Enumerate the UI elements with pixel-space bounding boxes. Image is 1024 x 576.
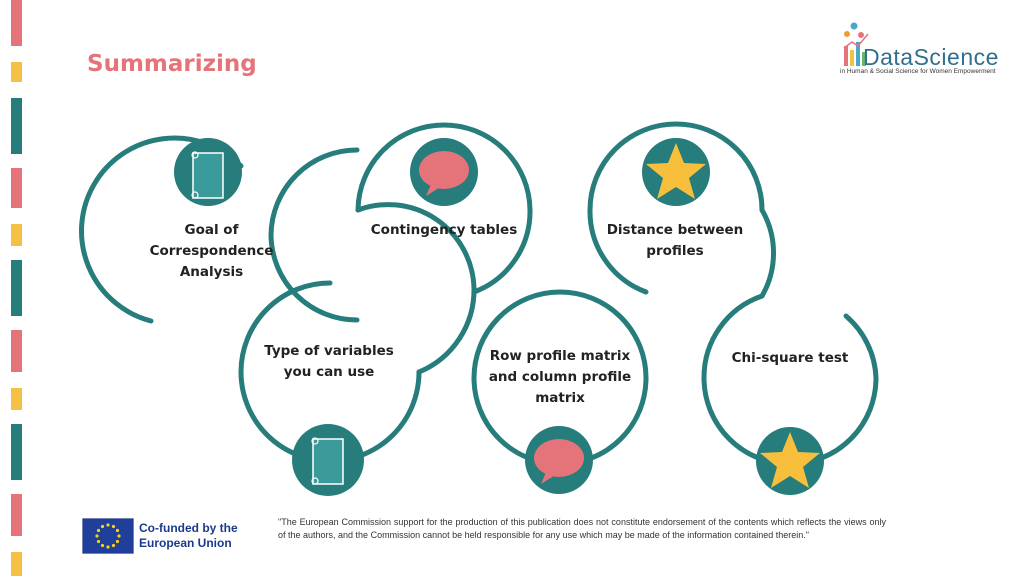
star-icon: [646, 143, 706, 199]
wave-arc: [471, 289, 649, 467]
scroll-icon: [311, 437, 344, 485]
wave-arc: [759, 207, 777, 299]
star-icon: [760, 432, 820, 488]
stripe: [11, 330, 22, 372]
wave-arc: [701, 293, 765, 381]
stripe: [11, 224, 22, 246]
step-icon-circle: [642, 138, 710, 206]
disclaimer-text: "The European Commission support for the…: [278, 517, 886, 540]
step-icon-circle: [174, 138, 242, 206]
stripe: [11, 0, 22, 46]
wave-arc: [587, 121, 765, 213]
logo-bars-icon: [843, 22, 869, 66]
step-icon-circle: [525, 426, 593, 494]
stripe: [11, 552, 22, 576]
wave-arc: [355, 202, 477, 291]
speech-bubble-icon: [419, 151, 469, 196]
logo-tagline: in Human & Social Science for Women Empo…: [840, 68, 996, 75]
wave-arc: [416, 285, 477, 375]
step-label-variables: Type of variables you can use: [264, 343, 394, 380]
step-icon-circle: [410, 138, 478, 206]
step-label-distance: Distance between profiles: [606, 222, 744, 259]
logo-wordmark: DataScience: [863, 44, 999, 70]
stripe: [11, 168, 22, 208]
wave-arc: [238, 280, 333, 375]
eu-flag-icon: [82, 518, 134, 554]
step-label-goal: Goal of Correspondence Analysis: [149, 222, 274, 280]
step-label-chi-square: Chi-square test: [731, 350, 849, 366]
eu-funding-label: Co-funded by the European Union: [139, 521, 238, 550]
speech-bubble-icon: [534, 439, 584, 484]
stripe: [11, 424, 22, 480]
wave-arc: [701, 313, 879, 467]
stripe: [11, 494, 22, 536]
wave-arc: [471, 207, 533, 295]
stripe: [11, 260, 22, 316]
stripe: [11, 98, 22, 154]
scroll-icon: [191, 151, 224, 199]
wave-arc: [587, 207, 649, 295]
datascience-logo: DataScience in Human & Social Science fo…: [836, 20, 1006, 80]
page-title: Summarizing: [87, 51, 257, 77]
step-icon-circle: [292, 424, 364, 496]
step-label-contingency: Contingency tables: [370, 222, 518, 238]
wave-arc: [268, 147, 360, 323]
step-icon-circle: [756, 427, 824, 495]
wave-arc: [355, 122, 533, 213]
stripe: [11, 388, 22, 410]
step-label-profile-matrix: Row profile matrix and column profile ma…: [488, 348, 632, 406]
stripe: [11, 62, 22, 82]
